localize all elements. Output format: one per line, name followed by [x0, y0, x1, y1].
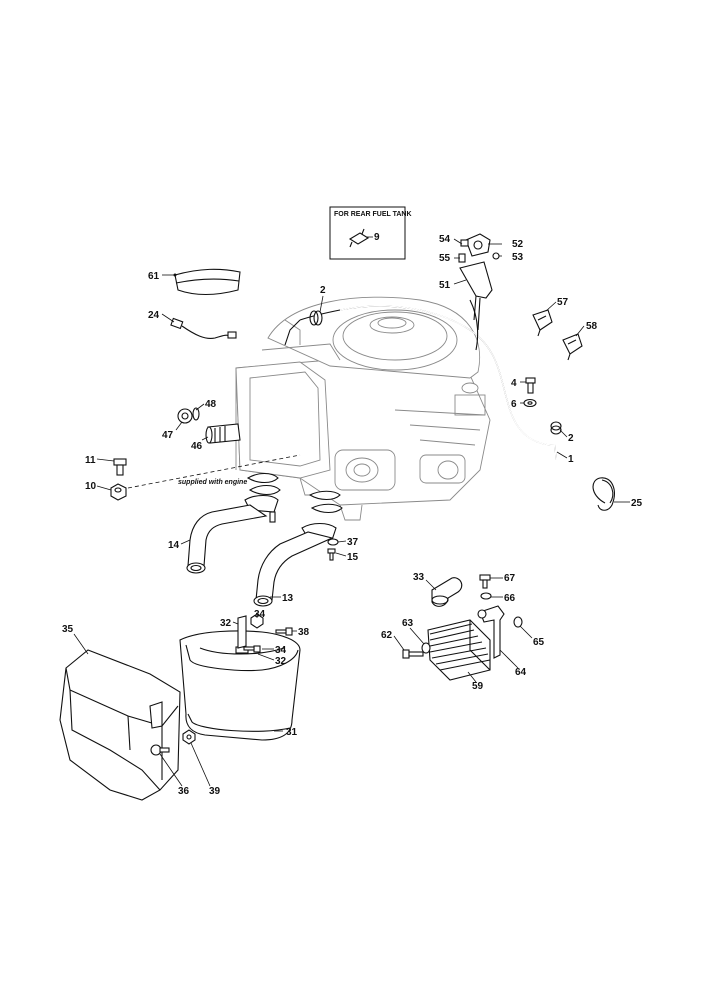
callout-47: 47: [162, 430, 174, 441]
callout-66: 66: [504, 593, 516, 604]
regulator-part-59: [427, 619, 491, 681]
wire-part-24: [170, 317, 237, 339]
callout-64: 64: [515, 667, 527, 678]
fuel-line-part-1: [284, 299, 557, 461]
callout-48: 48: [205, 399, 217, 410]
callout-34-lower: 34: [275, 645, 287, 656]
callout-39: 39: [209, 786, 221, 797]
spacer-part-65: [513, 616, 523, 628]
nut-part-10: [110, 483, 127, 501]
callout-53: 53: [512, 252, 524, 263]
callout-14: 14: [168, 540, 180, 551]
clip-part-57: [532, 309, 553, 337]
exhaust-pipe-part-13: [253, 522, 337, 607]
washer-part-66: [480, 592, 492, 600]
callout-6: 6: [511, 399, 517, 410]
bolt-part-4: [525, 377, 536, 394]
callout-38: 38: [298, 627, 310, 638]
callout-34-upper: 34: [254, 609, 266, 620]
callout-9: 9: [374, 232, 380, 243]
bolt-part-11: [113, 458, 127, 476]
hose-clamp-upper: [309, 310, 323, 326]
callout-51: 51: [439, 280, 451, 291]
callout-67: 67: [504, 573, 516, 584]
nut-part-63: [421, 642, 431, 654]
callout-65: 65: [533, 637, 545, 648]
callout-35: 35: [62, 624, 74, 635]
callout-25: 25: [631, 498, 643, 509]
callout-61: 61: [148, 271, 160, 282]
hose-clamp-lower: [550, 421, 562, 435]
clip-part-58: [562, 333, 583, 361]
inset-title: FOR REAR FUEL TANK: [334, 211, 412, 218]
cable-tie-part-25: [592, 477, 615, 511]
callout-13: 13: [282, 593, 294, 604]
callout-63: 63: [402, 618, 414, 629]
washer-part-6: [523, 398, 537, 408]
bolt-part-38: [275, 627, 293, 636]
callout-52: 52: [512, 239, 524, 250]
callout-32-upper: 32: [220, 618, 232, 629]
bolt-part-36: [150, 744, 170, 756]
callout-31: 31: [286, 727, 298, 738]
nut-part-37: [327, 538, 339, 546]
callout-15: 15: [347, 552, 359, 563]
callout-4: 4: [511, 378, 517, 389]
callout-32-lower: 32: [275, 656, 287, 667]
callout-57: 57: [557, 297, 569, 308]
nut-part-47: [177, 408, 193, 424]
callout-2-upper: 2: [320, 285, 326, 296]
gasket-part-48: [192, 407, 200, 421]
exhaust-gaskets: [246, 472, 343, 514]
callout-37: 37: [347, 537, 359, 548]
callout-1: 1: [568, 454, 574, 465]
spark-plug-cap-part-33: [431, 577, 463, 607]
nut-part-39: [182, 729, 196, 745]
pipe-part-46: [205, 423, 241, 444]
bolt-part-62: [402, 649, 424, 659]
rear-fuel-tank-inset: FOR REAR FUEL TANK 9: [329, 206, 412, 260]
callout-55: 55: [439, 253, 451, 264]
tank-fitting-icon: [348, 228, 370, 248]
callout-2-lower: 2: [568, 433, 574, 444]
callout-24: 24: [148, 310, 160, 321]
callout-10: 10: [85, 481, 97, 492]
heat-shield-part-35: [59, 649, 181, 801]
callout-58: 58: [586, 321, 598, 332]
bracket-part-32: [237, 615, 247, 649]
fuel-pump-bracket: [458, 233, 500, 331]
callout-59: 59: [472, 681, 484, 692]
exhaust-pipe-part-14: [186, 494, 279, 574]
callout-11: 11: [85, 455, 96, 466]
bolt-part-34-lower: [243, 645, 261, 653]
bolt-part-67: [479, 574, 491, 589]
strap-part-61: [173, 268, 241, 296]
callout-46: 46: [191, 441, 203, 452]
callout-33: 33: [413, 572, 425, 583]
callout-36: 36: [178, 786, 190, 797]
nut-part-34-upper: [250, 613, 264, 629]
bracket-part-64: [477, 605, 505, 659]
bolt-part-15: [327, 548, 336, 561]
callout-62: 62: [381, 630, 393, 641]
callout-54: 54: [439, 234, 451, 245]
note-supplied-with-engine: supplied with engine: [178, 479, 247, 486]
